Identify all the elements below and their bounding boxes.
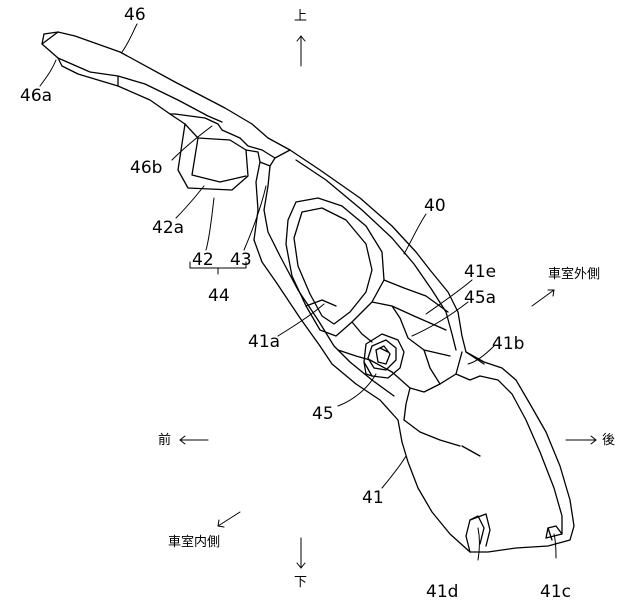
arrow-down-icon [296, 537, 306, 569]
label-41: 41 [362, 488, 384, 508]
label-46a: 46a [20, 86, 53, 106]
label-45: 45 [312, 404, 334, 424]
leader-42 [205, 197, 215, 251]
arrow-up-icon [296, 35, 306, 67]
block-42 [177, 123, 249, 191]
rib-41e [337, 279, 463, 421]
direction-down: 下 [294, 575, 308, 590]
direction-front: 前 [158, 433, 172, 448]
arrow-outer-icon [531, 289, 555, 307]
label-45a: 45a [464, 288, 497, 308]
leader-42a [175, 185, 205, 219]
neck-43 [245, 149, 291, 241]
direction-inner: 車室内側 [168, 535, 221, 550]
label-46: 46 [124, 5, 146, 25]
leader-45 [337, 373, 377, 407]
leader-43 [243, 185, 267, 251]
leader-lines [39, 23, 557, 561]
label-41a: 41a [248, 332, 281, 352]
arm-46 [41, 31, 291, 151]
label-42a: 42a [152, 218, 185, 238]
label-40: 40 [424, 196, 446, 216]
leader-46 [121, 23, 138, 53]
leader-41 [381, 455, 407, 489]
direction-arrows [179, 35, 597, 569]
leader-41e [425, 279, 473, 315]
label-42: 42 [192, 250, 214, 270]
direction-up: 上 [294, 9, 308, 24]
label-43: 43 [230, 250, 252, 270]
leader-41a [277, 303, 325, 337]
leader-40 [403, 213, 427, 255]
direction-outer: 車室外側 [548, 267, 601, 282]
arrow-inner-icon [217, 511, 241, 528]
direction-rear: 後 [602, 433, 616, 448]
body-40 [253, 149, 485, 443]
leader-46a [39, 59, 57, 87]
leader-45a [411, 301, 469, 337]
label-41e: 41e [464, 262, 497, 282]
label-41b: 41b [492, 334, 525, 354]
label-41d: 41d [426, 582, 459, 602]
tab-41d [465, 513, 491, 553]
arrow-front-icon [179, 435, 209, 445]
leader-41b [467, 345, 495, 365]
opening-41a [285, 197, 385, 337]
leader-41d [477, 527, 480, 561]
hook-41c [545, 525, 563, 541]
leader-41c [553, 533, 557, 559]
lower-part-41 [401, 351, 575, 553]
label-41c: 41c [540, 582, 571, 602]
knob-45 [363, 333, 405, 379]
label-46b: 46b [130, 158, 163, 178]
label-44: 44 [208, 286, 230, 306]
arrow-rear-icon [565, 435, 597, 445]
leader-46b [171, 125, 213, 161]
